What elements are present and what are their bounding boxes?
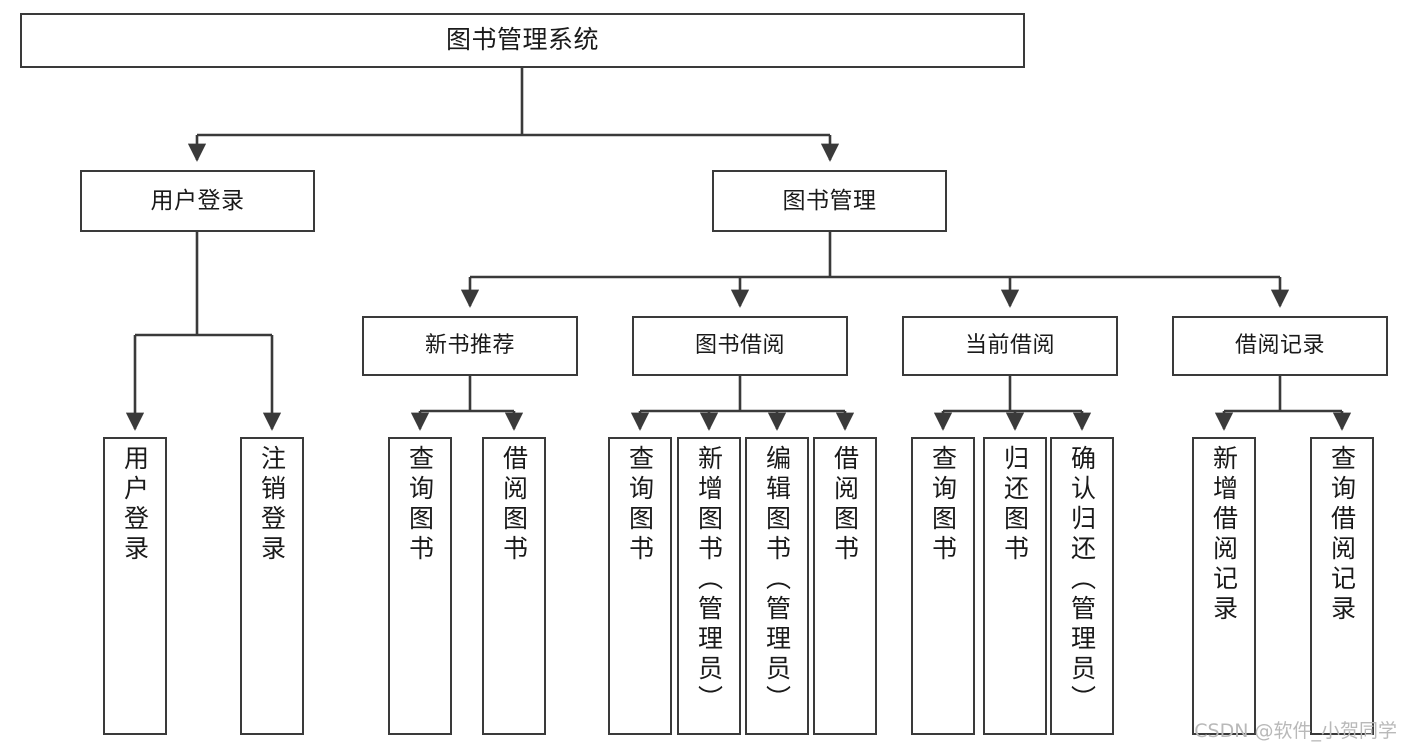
node-leaf-query-borrow-record-label: 查询借阅记录: [1327, 445, 1357, 625]
node-level2-new-book-recommend[interactable]: 新书推荐: [362, 316, 578, 376]
node-leaf-add-book-admin-label: 新增图书（管理员）: [694, 445, 724, 715]
node-leaf-query-book-borrow-label: 查询图书: [625, 445, 655, 565]
node-level2-book-borrow-label: 图书借阅: [694, 333, 785, 359]
node-leaf-add-borrow-record-label: 新增借阅记录: [1209, 445, 1239, 625]
node-level2-borrow-record-label: 借阅记录: [1234, 333, 1325, 359]
node-leaf-logout-label: 注销登录: [257, 445, 287, 565]
node-leaf-borrow-book-rec-label: 借阅图书: [499, 445, 529, 565]
node-leaf-user-login-label: 用户登录: [120, 445, 150, 565]
node-level2-current-borrow-label: 当前借阅: [964, 333, 1055, 359]
node-leaf-add-borrow-record[interactable]: 新增借阅记录: [1192, 437, 1256, 735]
csdn-watermark: CSDN @软件_小贺同学: [1194, 720, 1397, 742]
node-root-label: 图书管理系统: [445, 25, 599, 55]
node-leaf-query-book-rec-label: 查询图书: [405, 445, 435, 565]
node-leaf-confirm-return-admin[interactable]: 确认归还（管理员）: [1050, 437, 1114, 735]
node-leaf-query-book-borrow[interactable]: 查询图书: [608, 437, 672, 735]
node-level1-book-management-label: 图书管理: [782, 187, 877, 214]
node-root[interactable]: 图书管理系统: [20, 13, 1025, 68]
node-level2-new-book-recommend-label: 新书推荐: [424, 333, 515, 359]
node-leaf-borrow-book-rec[interactable]: 借阅图书: [482, 437, 546, 735]
node-leaf-return-book-label: 归还图书: [1000, 445, 1030, 565]
node-leaf-query-book-current[interactable]: 查询图书: [911, 437, 975, 735]
node-level1-book-management[interactable]: 图书管理: [712, 170, 947, 232]
node-leaf-logout[interactable]: 注销登录: [240, 437, 304, 735]
node-leaf-borrow-book-label: 借阅图书: [830, 445, 860, 565]
node-leaf-edit-book-admin[interactable]: 编辑图书（管理员）: [745, 437, 809, 735]
node-level1-user-login-label: 用户登录: [150, 187, 245, 214]
node-leaf-add-book-admin[interactable]: 新增图书（管理员）: [677, 437, 741, 735]
node-leaf-confirm-return-admin-label: 确认归还（管理员）: [1067, 445, 1097, 715]
node-leaf-user-login[interactable]: 用户登录: [103, 437, 167, 735]
node-level2-book-borrow[interactable]: 图书借阅: [632, 316, 848, 376]
node-leaf-query-book-rec[interactable]: 查询图书: [388, 437, 452, 735]
node-leaf-borrow-book[interactable]: 借阅图书: [813, 437, 877, 735]
node-leaf-query-book-current-label: 查询图书: [928, 445, 958, 565]
node-leaf-query-borrow-record[interactable]: 查询借阅记录: [1310, 437, 1374, 735]
node-leaf-edit-book-admin-label: 编辑图书（管理员）: [762, 445, 792, 715]
node-level2-current-borrow[interactable]: 当前借阅: [902, 316, 1118, 376]
node-level2-borrow-record[interactable]: 借阅记录: [1172, 316, 1388, 376]
node-level1-user-login[interactable]: 用户登录: [80, 170, 315, 232]
node-leaf-return-book[interactable]: 归还图书: [983, 437, 1047, 735]
